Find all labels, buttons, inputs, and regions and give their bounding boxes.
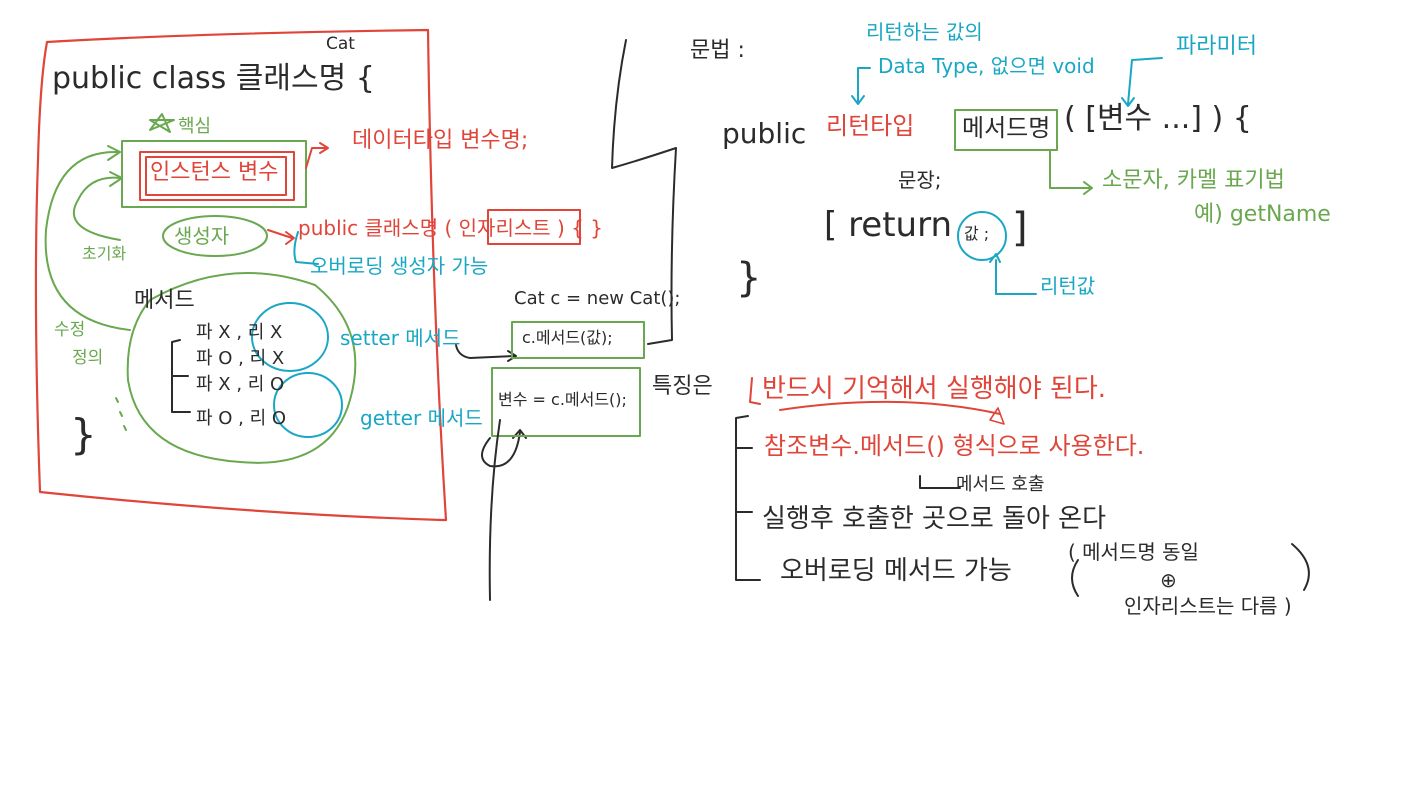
- feature-line-2: 참조변수.메서드() 형식으로 사용한다.: [764, 432, 1145, 460]
- star-mark: [149, 113, 175, 133]
- star-label: 핵심: [178, 116, 212, 137]
- field-red-box-inner: [145, 156, 287, 196]
- method-row-3: 파 X , 리 O: [196, 374, 285, 395]
- naming-example-note: 예) getName: [1194, 202, 1331, 227]
- new-instance-statement: Cat c = new Cat();: [514, 288, 681, 309]
- arglist-box: [487, 209, 581, 245]
- naming-convention-note: 소문자, 카멜 표기법: [1102, 168, 1285, 193]
- features-title: 특징은: [652, 374, 713, 399]
- init-note: 초기화: [82, 244, 127, 263]
- return-type-label: 리턴타입: [826, 112, 915, 140]
- parameter-note: 파라미터: [1176, 34, 1257, 59]
- getter-back-arrow: [481, 431, 521, 468]
- setter-arrow: [455, 344, 515, 359]
- modify-note-1: 수정: [54, 320, 86, 340]
- return-value-note: 리턴값: [1040, 274, 1096, 298]
- getter-ellipse: [273, 372, 343, 438]
- method-call-bracket: [919, 475, 961, 489]
- setter-call-box: [511, 321, 645, 359]
- overload-note-line2: 인자리스트는 다름 ): [1124, 594, 1292, 618]
- features-bracket: [735, 415, 761, 581]
- method-name-box: [954, 109, 1058, 151]
- return-bracket-close: ]: [1012, 205, 1028, 251]
- constructor-arrow: [267, 229, 293, 239]
- method-row-4: 파 O , 리 O: [196, 408, 287, 429]
- return-value-arrow: [995, 259, 1037, 295]
- instance-variable-label: 인스턴스 변수: [150, 160, 279, 185]
- method-name-label: 메서드명: [962, 114, 1051, 142]
- modify-note-2: 정의: [72, 348, 104, 368]
- class-close-brace: }: [70, 410, 97, 459]
- method-label: 메서드: [134, 288, 195, 313]
- setter-method-label: setter 메서드: [340, 326, 461, 350]
- method-call-note: 메서드 호출: [956, 474, 1045, 495]
- return-type-note-line1: 리턴하는 값의: [866, 20, 983, 44]
- line1-emphasis: [779, 400, 1001, 415]
- init-curve: [72, 176, 121, 241]
- return-type-arrow: [857, 67, 871, 103]
- feature-line-4: 오버로딩 메서드 가능: [780, 556, 1012, 586]
- feature-line-1: 반드시 기억해서 실행해야 된다.: [762, 374, 1107, 404]
- field-red-box-outer: [139, 151, 295, 201]
- field-green-box: [121, 140, 307, 208]
- feature-line-3: 실행후 호출한 곳으로 돌아 온다: [762, 504, 1107, 534]
- return-type-note-line2: Data Type, 없으면 void: [878, 54, 1095, 78]
- getter-call-box: [491, 367, 641, 437]
- cat-label: Cat: [326, 34, 355, 54]
- return-value: 값 ;: [964, 224, 990, 243]
- class-declaration: public class 클래스명 {: [52, 61, 375, 96]
- constructor-declaration-note: public 클래스명 ( 인자리스트 ) { }: [298, 216, 603, 240]
- class-box-outline: [34, 28, 448, 522]
- overload-bracket: [293, 231, 319, 265]
- divider-line-lower: [488, 419, 501, 601]
- modify-curve: [44, 150, 131, 331]
- overload-note-line1: ( 메서드명 동일: [1068, 540, 1199, 564]
- line1-bracket: [749, 377, 761, 405]
- field-declaration-note: 데이터타입 변수명;: [352, 128, 529, 153]
- overload-paren-left: [1071, 559, 1079, 597]
- method-ellipse: [126, 272, 357, 464]
- overload-plus: ⊕: [1160, 568, 1177, 592]
- setter-call-statement: c.메서드(값);: [522, 328, 613, 347]
- return-value-circle: [957, 211, 1007, 261]
- constructor-label: 생성자: [174, 224, 230, 248]
- field-note-arrow: [305, 147, 326, 169]
- setter-ellipse: [251, 302, 329, 372]
- method-row-2: 파 O , 리 X: [196, 348, 285, 369]
- method-row-1: 파 X , 리 X: [196, 322, 283, 343]
- public-keyword: public: [722, 117, 807, 150]
- overload-paren-right: [1291, 543, 1310, 591]
- continuation-dots: [115, 397, 127, 431]
- method-close-brace: }: [736, 255, 762, 301]
- return-statement: [ return: [824, 205, 953, 245]
- parameter-list: ( [변수 ...] ) {: [1064, 101, 1252, 136]
- getter-call-statement: 변수 = c.메서드();: [498, 390, 627, 409]
- naming-arrow: [1049, 149, 1091, 189]
- constructor-ellipse: [162, 215, 268, 257]
- constructor-overload-note: 오버로딩 생성자 가능: [310, 254, 489, 278]
- divider-line: [611, 39, 677, 345]
- param-arrow: [1127, 57, 1163, 105]
- statement-label: 문장;: [898, 168, 942, 192]
- syntax-title: 문법 :: [690, 38, 745, 63]
- getter-method-label: getter 메서드: [360, 406, 483, 430]
